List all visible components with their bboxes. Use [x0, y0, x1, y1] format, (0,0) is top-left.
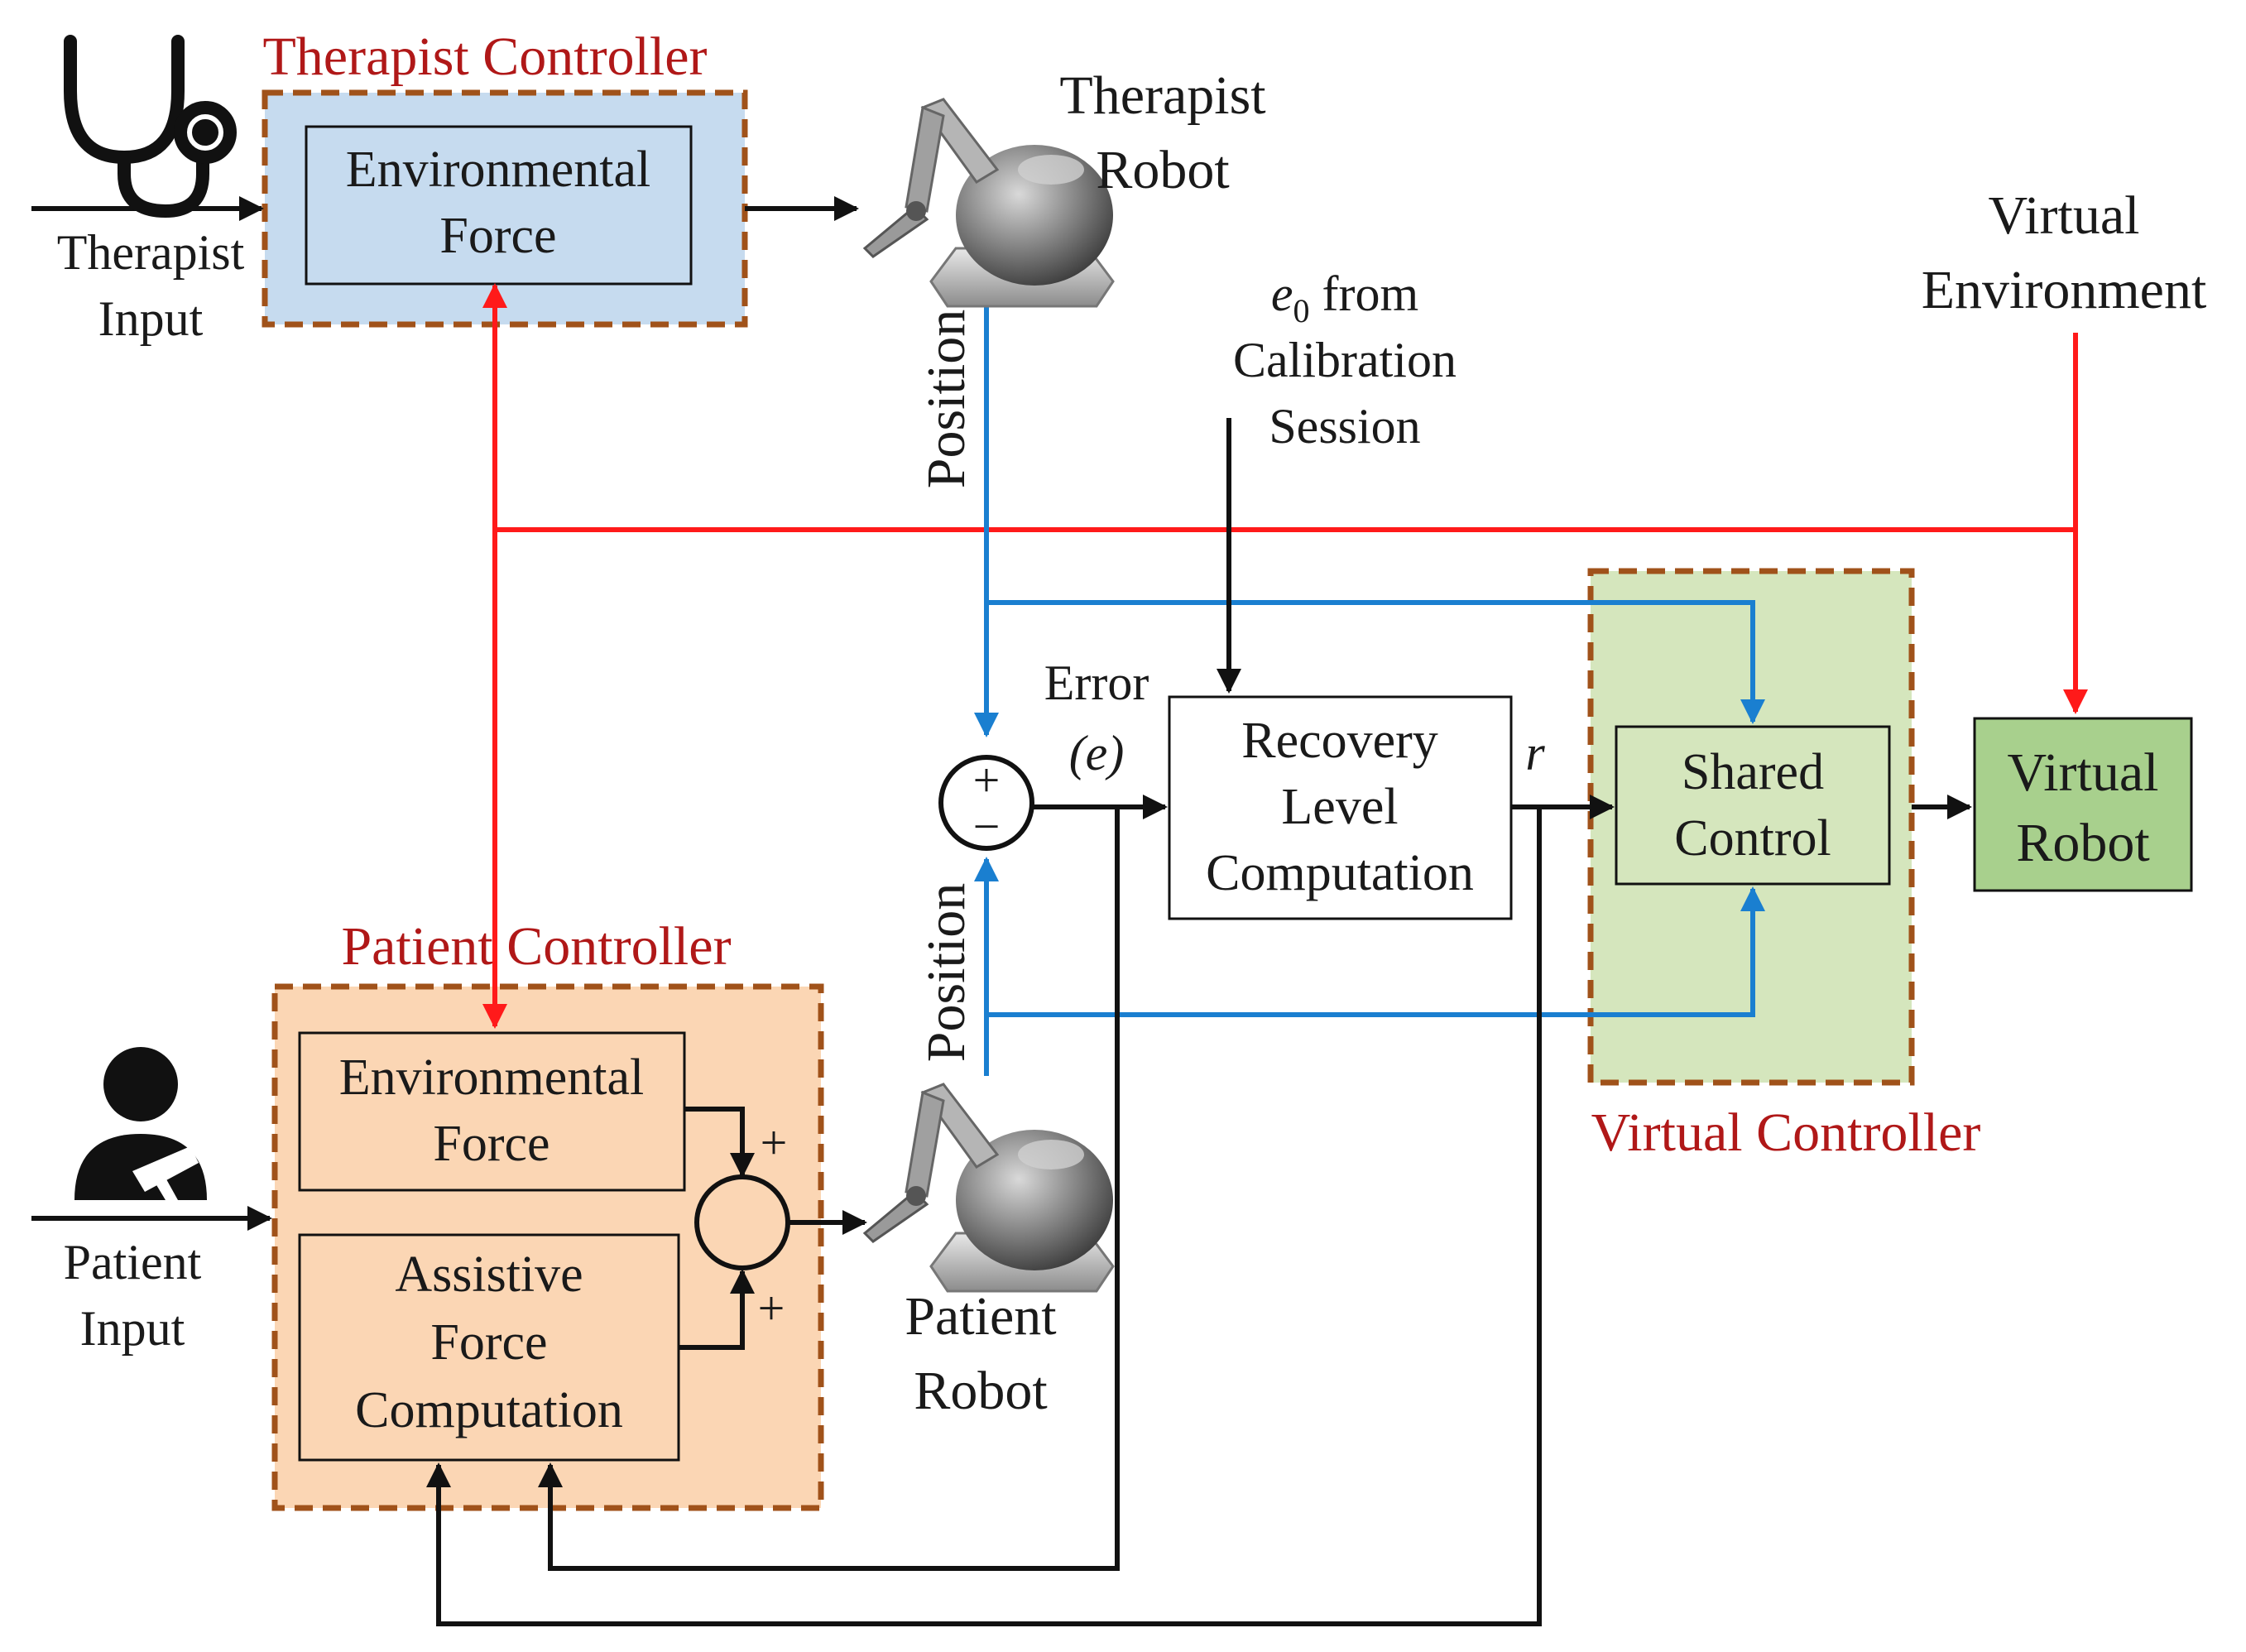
recovery-level-box	[1168, 695, 1513, 920]
therapist-env-force-line2: Force	[439, 208, 556, 264]
patient-input-line1: Patient	[64, 1235, 202, 1289]
therapist-robot-icon	[863, 98, 1115, 308]
position-label-top: Position	[916, 310, 977, 488]
error-label-line1: Error	[1044, 656, 1149, 710]
patient-controller-title: Patient Controller	[341, 916, 731, 977]
patient-env-force-box	[298, 1031, 686, 1192]
assistive-force-line3: Computation	[355, 1382, 623, 1438]
therapist-controller-title: Therapist Controller	[262, 26, 707, 87]
summing-minus-sign: −	[973, 800, 1001, 853]
assistive-force-line2: Force	[430, 1314, 547, 1371]
position-label-bottom: Position	[916, 883, 977, 1062]
calibration-line3: Session	[1269, 399, 1420, 454]
calibration-from: from	[1310, 267, 1419, 321]
error-summing-junction	[938, 755, 1034, 851]
patient-robot-line1: Patient	[905, 1286, 1056, 1347]
e0-subscript: 0	[1293, 292, 1310, 329]
patient-env-force-line1: Environmental	[339, 1049, 644, 1106]
therapist-input-line1: Therapist	[57, 225, 245, 280]
patient-robot-line2: Robot	[914, 1361, 1047, 1421]
recovery-line3: Computation	[1206, 845, 1474, 901]
therapist-robot-line2: Robot	[1096, 140, 1229, 200]
red-environment-lines	[482, 283, 2088, 1029]
virtual-environment-line1: Virtual	[1989, 185, 2140, 246]
therapist-env-force-line1: Environmental	[346, 142, 650, 198]
shared-control-box	[1615, 725, 1891, 886]
blue-position-lines	[974, 300, 1765, 1076]
shared-control-line2: Control	[1674, 810, 1831, 867]
virtual-environment-line2: Environment	[1922, 260, 2207, 320]
summing-plus-sign: +	[973, 753, 1001, 807]
assistive-force-line1: Assistive	[395, 1246, 583, 1303]
shared-control-line1: Shared	[1682, 744, 1824, 800]
therapist-input-line2: Input	[98, 291, 204, 346]
injured-patient-icon	[74, 1047, 207, 1200]
force-plus-bottom: +	[758, 1281, 785, 1335]
force-plus-top: +	[761, 1116, 788, 1169]
e0-symbol: e	[1271, 267, 1293, 321]
virtual-robot-line2: Robot	[2016, 813, 2149, 873]
black-signal-lines	[31, 196, 1972, 1626]
calibration-line1: e0 from	[1271, 267, 1418, 329]
patient-env-force-line2: Force	[433, 1116, 550, 1172]
force-summing-junction	[694, 1174, 790, 1270]
r-label: r	[1525, 726, 1545, 780]
stethoscope-icon	[64, 35, 237, 219]
recovery-line1: Recovery	[1241, 713, 1438, 769]
error-label-line2: (e)	[1069, 726, 1125, 780]
therapist-robot-line1: Therapist	[1059, 65, 1265, 126]
virtual-robot-line1: Virtual	[2008, 742, 2159, 803]
recovery-line2: Level	[1281, 779, 1398, 835]
virtual-controller-title: Virtual Controller	[1591, 1102, 1981, 1163]
patient-robot-icon	[863, 1083, 1115, 1293]
virtual-robot-box	[1973, 717, 2193, 892]
therapist-env-force-box	[305, 125, 693, 286]
assistive-force-box	[298, 1233, 680, 1462]
patient-input-line2: Input	[80, 1301, 185, 1356]
calibration-line2: Calibration	[1233, 333, 1457, 387]
